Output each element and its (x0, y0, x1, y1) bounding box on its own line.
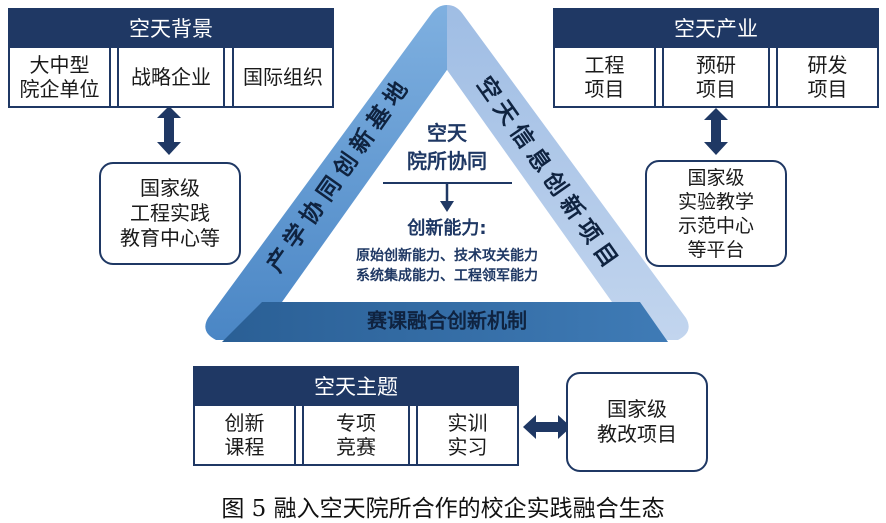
bottom-linked-box: 国家级 教改项目 (566, 372, 708, 472)
bottom-double-arrow (523, 415, 571, 439)
triangle-bottom-band (222, 302, 668, 342)
top-left-item-3: 国际组织 (232, 46, 334, 108)
center-line-2: 系统集成能力、工程领军能力 (356, 267, 538, 284)
figure-caption: 图 5 融入空天院所合作的校企实践融合生态 (221, 496, 665, 522)
bottom-group-title: 空天主题 (193, 366, 519, 406)
triangle-left-band (205, 5, 447, 340)
top-right-item-1: 工程 项目 (553, 46, 656, 108)
center-line-1: 原始创新能力、技术攻关能力 (356, 247, 538, 264)
top-right-group-title: 空天产业 (553, 8, 879, 48)
top-right-item-2: 预研 项目 (662, 46, 770, 108)
bottom-item-1: 创新 课程 (193, 404, 296, 466)
center-subtitle: 创新能力: (406, 217, 486, 239)
left-double-arrow (157, 106, 181, 155)
center-down-arrow (383, 182, 512, 212)
center-title-line2: 院所协同 (407, 149, 487, 173)
top-left-linked-box: 国家级 工程实践 教育中心等 (99, 162, 241, 265)
bottom-side-label: 赛课融合创新机制 (366, 309, 527, 333)
top-left-group-title: 空天背景 (8, 8, 334, 48)
top-left-item-2: 战略企业 (117, 46, 225, 108)
top-right-linked-box: 国家级 实验教学 示范中心 等平台 (645, 160, 787, 267)
right-double-arrow (704, 108, 728, 155)
center-title-line1: 空天 (427, 121, 468, 145)
bottom-item-3: 实训 实习 (416, 404, 519, 466)
bottom-item-2: 专项 竞赛 (302, 404, 410, 466)
triangle-right-band (447, 5, 689, 340)
top-right-item-3: 研发 项目 (776, 46, 879, 108)
top-left-item-1: 大中型 院企单位 (8, 46, 111, 108)
